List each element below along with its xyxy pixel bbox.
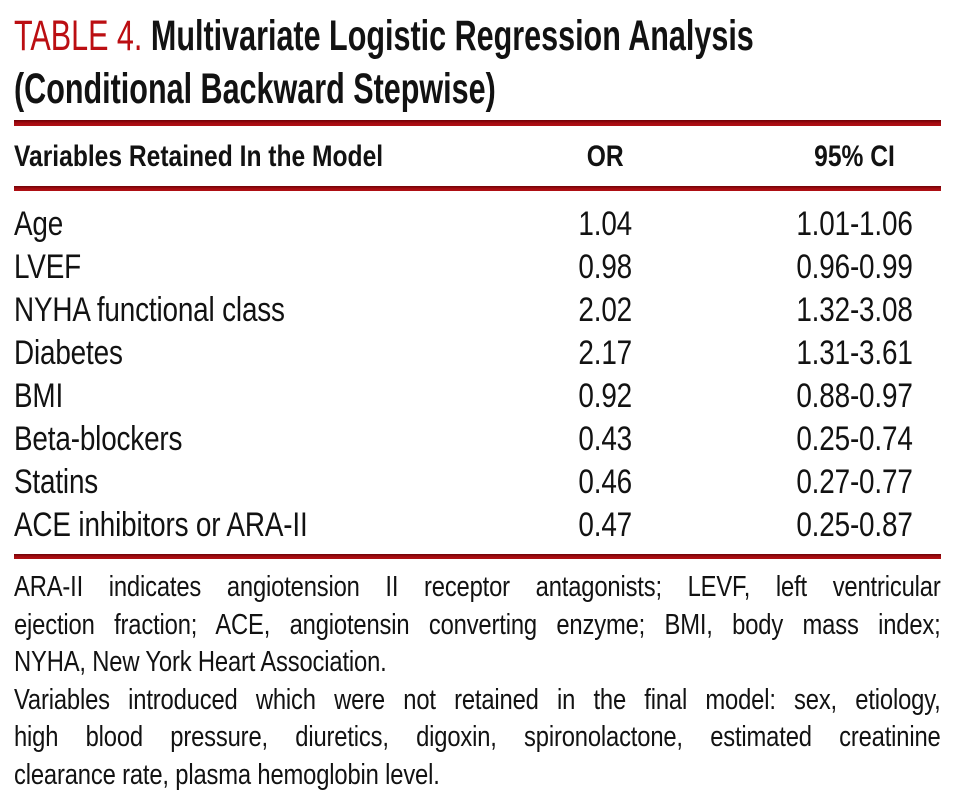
cell-variable: Age [14,205,64,243]
cell-variable: Beta-blockers [14,420,183,458]
cell-variable: NYHA functional class [14,291,285,329]
table-title-line1: TABLE 4.Multivariate Logistic Regression… [14,10,951,63]
table-row: Age 1.04 1.01-1.06 [14,203,941,246]
table-row: Statins 0.46 0.27-0.77 [14,461,941,504]
table-row: NYHA functional class 2.02 1.32-3.08 [14,289,941,332]
table-title-block: TABLE 4.Multivariate Logistic Regression… [14,10,960,116]
cell-ci: 0.27-0.77 [796,463,913,501]
table-body: Age 1.04 1.01-1.06 LVEF 0.98 0.96-0.99 N… [14,191,941,547]
footnote-line: Variables introduced which were not reta… [14,683,941,716]
cell-ci: 0.25-0.87 [796,506,913,544]
column-header-ci: 95% CI [814,140,895,173]
cell-or: 2.02 [578,291,633,329]
table-row: Diabetes 2.17 1.31-3.61 [14,332,941,375]
cell-or: 1.04 [578,205,633,243]
table-footnotes: ARA-II indicates angiotension II recepto… [14,569,941,793]
cell-ci: 1.31-3.61 [796,334,913,372]
cell-ci: 0.96-0.99 [796,248,913,286]
cell-variable: Statins [14,463,99,501]
table-title-line2: (Conditional Backward Stepwise) [14,65,496,113]
cell-or: 0.92 [578,377,633,415]
footnote-line: ejection fraction; ACE, angiotensin conv… [14,608,941,641]
cell-variable: Diabetes [14,334,123,372]
table-row: ACE inhibitors or ARA-II 0.47 0.25-0.87 [14,504,941,547]
header-rule-divider [14,186,941,191]
footnote-line: NYHA, New York Heart Association. [14,646,387,678]
footnote-abbreviations: ARA-II indicates angiotension II recepto… [14,569,941,682]
cell-ci: 1.01-1.06 [796,205,913,243]
table-row: Beta-blockers 0.43 0.25-0.74 [14,418,941,461]
cell-or: 0.47 [578,506,633,544]
table-title-text: Multivariate Logistic Regression Analysi… [150,12,754,60]
table-number-label: TABLE 4. [14,12,143,60]
table-row: LVEF 0.98 0.96-0.99 [14,246,941,289]
footnote-line: clearance rate, plasma hemoglobin level. [14,758,440,791]
cell-ci: 0.25-0.74 [796,420,913,458]
cell-variable: LVEF [14,248,82,286]
footnote-variables-not-retained: Variables introduced which were not reta… [14,682,941,793]
table-header-row: Variables Retained In the Model OR 95% C… [14,126,941,186]
top-rule-divider [14,120,941,126]
table-row: BMI 0.92 0.88-0.97 [14,375,941,418]
column-header-variables: Variables Retained In the Model [14,140,384,173]
cell-or: 0.98 [578,248,633,286]
bottom-rule-divider [14,554,941,559]
cell-ci: 1.32-3.08 [796,291,913,329]
footnote-line: high blood pressure, diuretics, digoxin,… [14,721,941,753]
cell-variable: ACE inhibitors or ARA-II [14,506,308,544]
cell-variable: BMI [14,377,64,415]
column-header-or: OR [586,140,624,173]
cell-or: 0.43 [578,420,633,458]
cell-or: 2.17 [578,334,633,372]
cell-ci: 0.88-0.97 [796,377,913,415]
cell-or: 0.46 [578,463,633,501]
footnote-line: ARA-II indicates angiotension II recepto… [14,571,941,603]
